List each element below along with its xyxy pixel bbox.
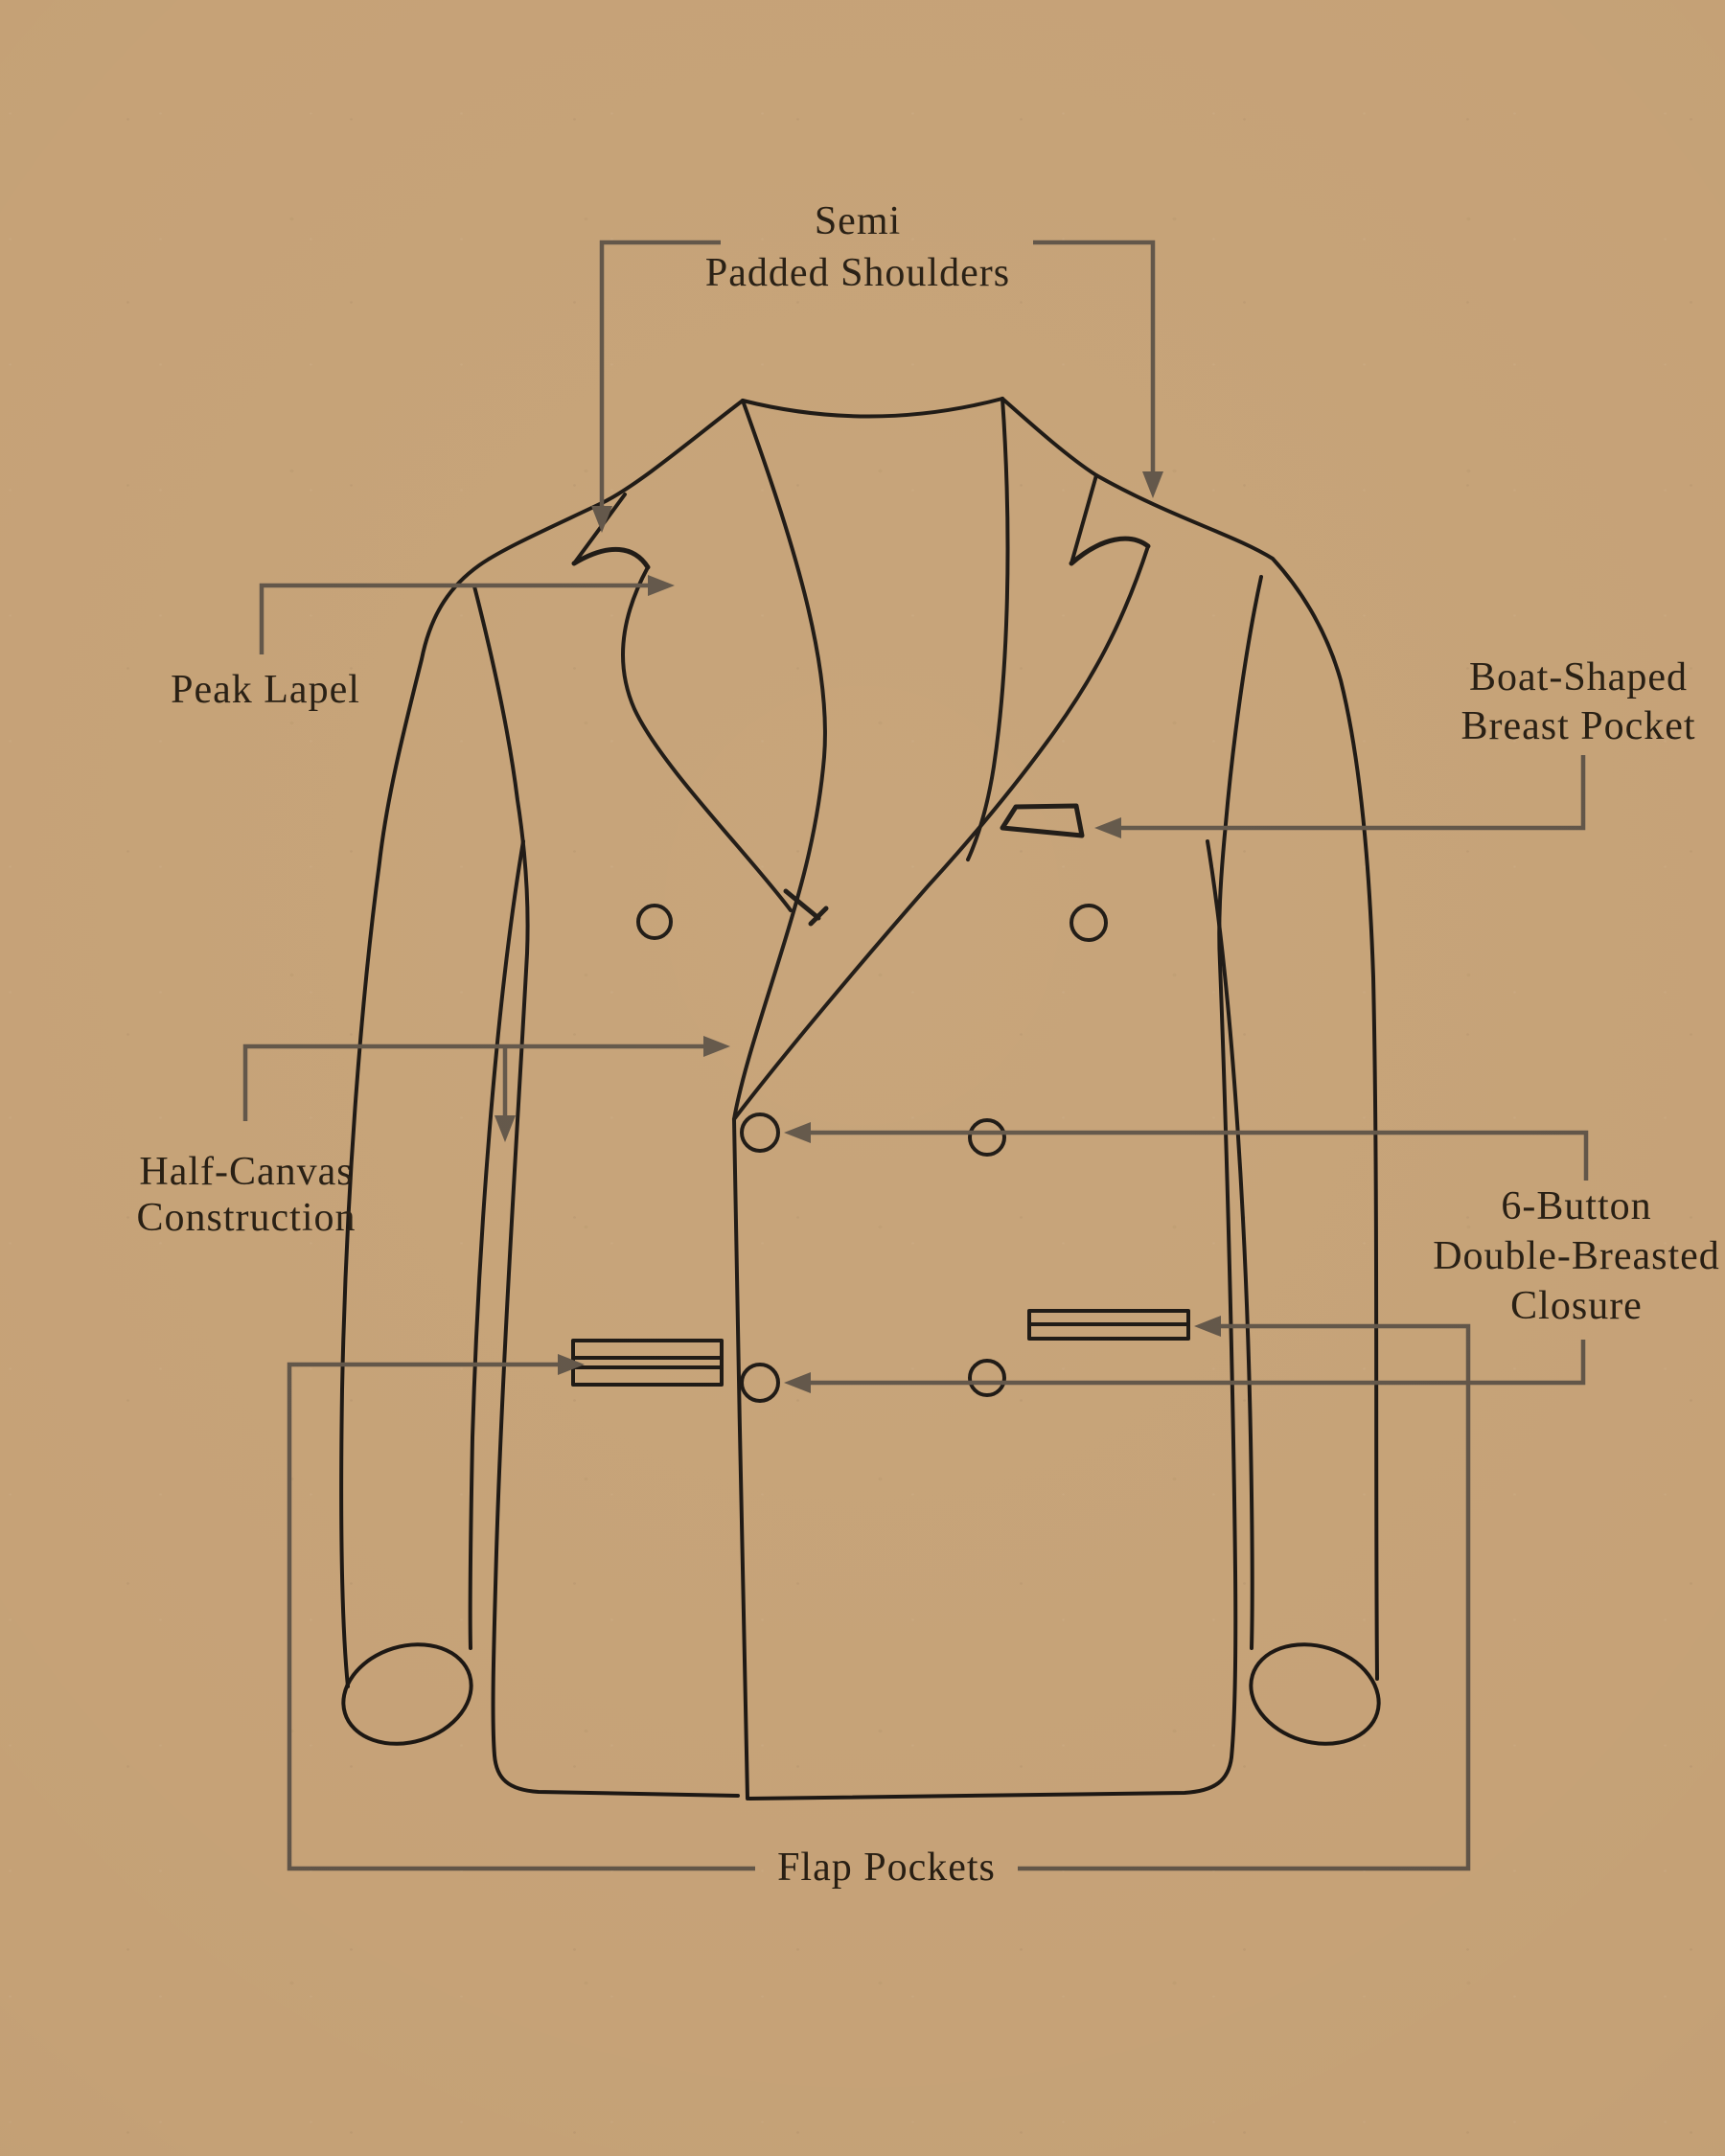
collar-top-edge (741, 397, 1004, 419)
left-flap-pocket (571, 1339, 724, 1387)
button-bottom-right (968, 1359, 1006, 1397)
right-side-seam-and-hem (748, 575, 1263, 1800)
label-flap-pockets: Flap Pockets (777, 1846, 996, 1890)
right-flap-pocket (1027, 1309, 1190, 1341)
annotation-breast-pocket: Boat-Shaped Breast Pocket (1094, 655, 1695, 838)
annotation-flap-pockets: Flap Pockets (287, 1316, 1471, 1890)
label-closure-line1: 6-Button (1501, 1184, 1651, 1228)
right-sleeve-inner-seam (1206, 839, 1254, 1650)
right-lapel-edge (732, 544, 1150, 1121)
right-peak-edge (1070, 473, 1098, 565)
label-breast-pocket-line2: Breast Pocket (1460, 704, 1695, 748)
right-cuff (1249, 1642, 1381, 1746)
arrow-down-icon (494, 1115, 516, 1142)
annotation-peak-lapel: Peak Lapel (171, 575, 675, 712)
arrow-down-icon (591, 506, 612, 533)
left-cuff (341, 1642, 473, 1746)
right-roll-line (966, 397, 1010, 861)
label-closure-line2: Double-Breasted (1433, 1234, 1720, 1278)
button-top-left (636, 904, 673, 940)
arrow-left-icon (1094, 817, 1121, 838)
button-mid-left (740, 1112, 780, 1153)
annotation-shoulders: Semi Padded Shoulders (591, 199, 1163, 533)
label-peak-lapel: Peak Lapel (171, 668, 360, 712)
annotation-half-canvas: Half-Canvas Construction (137, 1036, 730, 1240)
arrow-right-icon (648, 575, 675, 596)
left-sleeve-inner-seam (468, 839, 525, 1650)
button-bottom-left (740, 1363, 780, 1403)
arrow-down-icon (1142, 471, 1163, 498)
arrow-left-icon (1194, 1316, 1221, 1337)
button-top-right (1070, 904, 1108, 942)
label-shoulders-line2: Padded Shoulders (705, 251, 1010, 295)
left-peak-edge (572, 493, 627, 565)
left-peak-curl (571, 547, 651, 570)
label-half-canvas-line2: Construction (137, 1196, 356, 1240)
lapel-buttonhole (783, 888, 829, 927)
label-breast-pocket-line1: Boat-Shaped (1469, 655, 1688, 700)
button-mid-right (968, 1118, 1006, 1157)
arrow-left-icon (784, 1372, 811, 1393)
label-shoulders-line1: Semi (815, 199, 901, 243)
left-roll-line (732, 399, 827, 1121)
left-lapel-edge (620, 565, 793, 912)
left-shoulder-and-sleeve (339, 399, 745, 1688)
arrow-left-icon (784, 1122, 811, 1143)
arrow-right-icon (558, 1354, 585, 1375)
right-peak-lapel (732, 473, 1151, 1121)
right-shoulder-and-sleeve (1000, 397, 1379, 1681)
label-half-canvas-line1: Half-Canvas (139, 1150, 353, 1194)
right-peak-curl (1069, 536, 1151, 566)
label-closure-line3: Closure (1510, 1284, 1643, 1328)
left-peak-lapel (571, 493, 793, 912)
front-edge (732, 1117, 749, 1800)
left-side-seam-and-hem (472, 585, 740, 1798)
jacket-illustration (339, 397, 1381, 1800)
arrow-right-icon (703, 1036, 730, 1057)
annotation-closure: 6-Button Double-Breasted Closure (784, 1122, 1720, 1393)
breast-pocket (1000, 803, 1085, 838)
buttons (636, 904, 1108, 1403)
